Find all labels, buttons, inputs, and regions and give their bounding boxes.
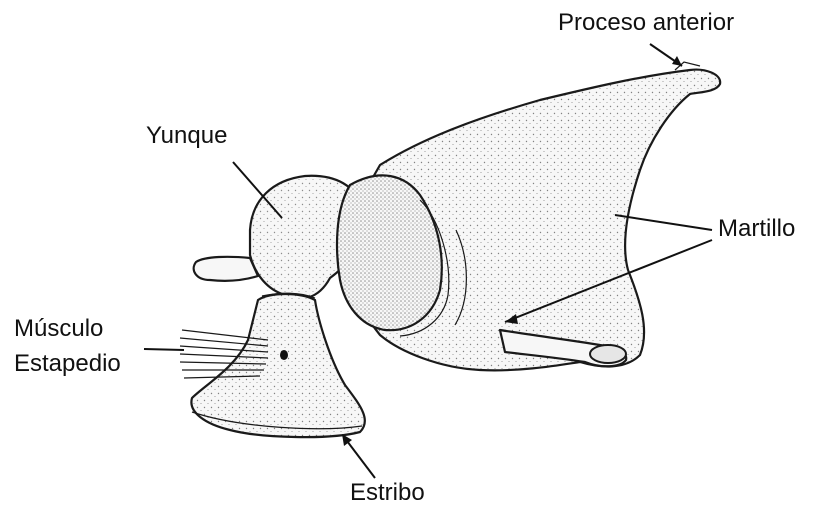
label-proceso-anterior: Proceso anterior: [558, 8, 734, 38]
label-musculo-line2: Estapedio: [14, 349, 121, 379]
stapes-bone: [191, 293, 364, 437]
label-estribo: Estribo: [350, 478, 425, 508]
leader-musculo: [144, 349, 184, 350]
leader-martillo-upper: [615, 215, 712, 230]
label-martillo: Martillo: [718, 214, 795, 244]
leader-estribo: [344, 437, 375, 478]
label-musculo-line1: Músculo: [14, 314, 103, 344]
label-yunque: Yunque: [146, 121, 227, 151]
